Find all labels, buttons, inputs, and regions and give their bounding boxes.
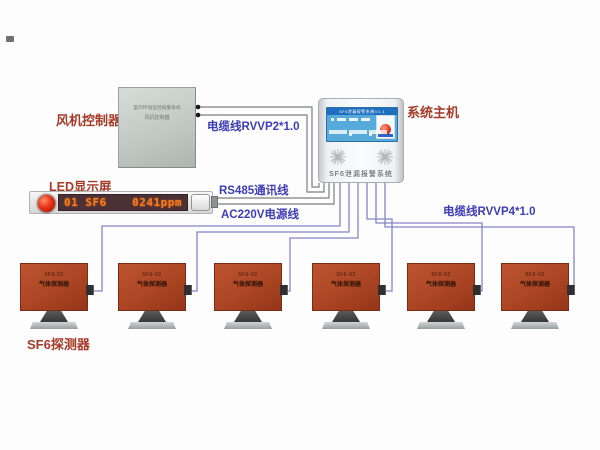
detector-connector [184,285,192,295]
led-connector [211,196,218,208]
detector-connector [280,285,288,295]
cable-label-ac220v: AC220V电源线 [221,209,299,221]
detector-stand [138,311,166,322]
screen-status-dot [331,118,334,121]
ac220v-cable [216,183,335,205]
host-touchscreen: SF6泄漏报警系统V1.1 [326,107,398,142]
fan-cable-2 [198,114,325,193]
screen-buttons-row [329,121,389,139]
connection-dots [195,104,201,118]
artifact-mark [6,36,14,42]
detector-stand [332,311,360,322]
gray-cables [198,106,335,205]
detector-base [322,322,370,329]
led-reading: 0241ppm [132,196,182,209]
led-channel-gas: 01 SF6 [64,196,107,209]
terminal-dot [195,112,201,118]
detector-cable-3 [286,183,359,292]
logo-caption-bar [378,133,393,137]
speaker-star-icon [330,149,346,165]
fan-controller-label: 风机控制器 [56,113,122,128]
led-readout: 01 SF6 0241ppm [58,194,188,211]
fan-cable-1 [198,106,320,188]
detector-cable-1 [92,183,341,292]
rs485-cable [216,183,330,199]
detector-cable-2 [190,183,350,292]
sf6-detector-label: SF6探测器 [27,337,90,352]
screen-dot [369,133,372,136]
cable-label-rvvp4: 电缆线RVVP4*1.0 [443,206,536,218]
fan-box-text-line2: 风机控制器 [144,115,170,121]
terminal-dot [195,104,201,110]
detector-connector [378,285,386,295]
alarm-lamp-icon [37,194,56,213]
screen-dot [349,133,352,136]
fan-controller-box: 室内环境监控报警系统 风机控制器 [118,87,196,168]
led-button [191,194,210,211]
system-host-label: 系统主机 [407,105,460,120]
detector-connector [86,285,94,295]
detector-base [224,322,272,329]
detector-base [30,322,78,329]
detector-stand [521,311,549,322]
speaker-star-icon [377,149,393,165]
detector-base [128,322,176,329]
screen-text-row [337,118,373,136]
detector-stand [40,311,68,322]
detector-cable-4 [366,183,393,292]
fan-box-text-line1: 室内环境监控报警系统 [133,105,181,111]
detector-base [417,322,465,329]
system-host-panel: SF6泄漏报警系统V1.1 [318,98,404,183]
detector-connector [473,285,481,295]
led-display-unit: 01 SF6 0241ppm [29,191,218,214]
host-panel-label: SF6泄漏报警系统 [329,171,393,178]
detector-connector [567,285,575,295]
detector-stand [427,311,455,322]
screen-title: SF6泄漏报警系统V1.1 [327,108,397,115]
detector-base [511,322,559,329]
led-display-label: LED显示屏 [49,180,112,194]
logo-icon [380,124,391,135]
cable-label-rvvp2: 电缆线RVVP2*1.0 [207,121,300,133]
cable-label-rs485: RS485通讯线 [219,185,289,197]
detector-stand [234,311,262,322]
